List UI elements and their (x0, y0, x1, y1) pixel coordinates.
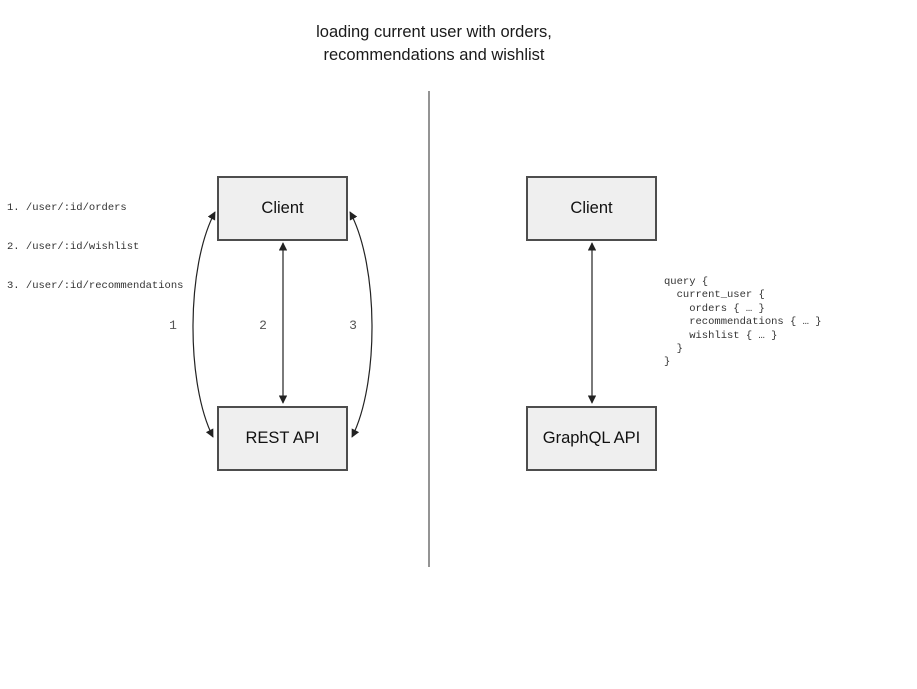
graphql-api-box-label: GraphQL API (542, 429, 641, 447)
endpoint-item-orders: 1. /user/:id/orders (7, 202, 127, 214)
rest-client-box-label: Client (261, 199, 304, 217)
rest-api-box: REST API (217, 406, 348, 471)
rest-endpoint-list: 1. /user/:id/orders 2. /user/:id/wishlis… (7, 176, 183, 319)
diagram-title-line1: loading current user with orders, (316, 23, 552, 41)
rest-api-box-label: REST API (245, 429, 320, 447)
graphql-query-code: query { current_user { orders { … } reco… (664, 276, 822, 369)
diagram-title: loading current user with orders, recomm… (0, 21, 868, 67)
graphql-client-box-label: Client (570, 199, 613, 217)
endpoint-item-wishlist: 2. /user/:id/wishlist (7, 241, 140, 253)
rest-arrow-1-arc (192, 211, 216, 438)
rest-arrow-2-label: 2 (259, 318, 267, 333)
graphql-api-box: GraphQL API (526, 406, 657, 471)
diagram-title-line2: recommendations and wishlist (323, 46, 545, 64)
graphql-client-box: Client (526, 176, 657, 241)
rest-client-box: Client (217, 176, 348, 241)
rest-arrow-1-label: 1 (169, 318, 177, 333)
rest-arrow-3-label: 3 (349, 318, 357, 333)
endpoint-item-recommendations: 3. /user/:id/recommendations (7, 280, 184, 292)
